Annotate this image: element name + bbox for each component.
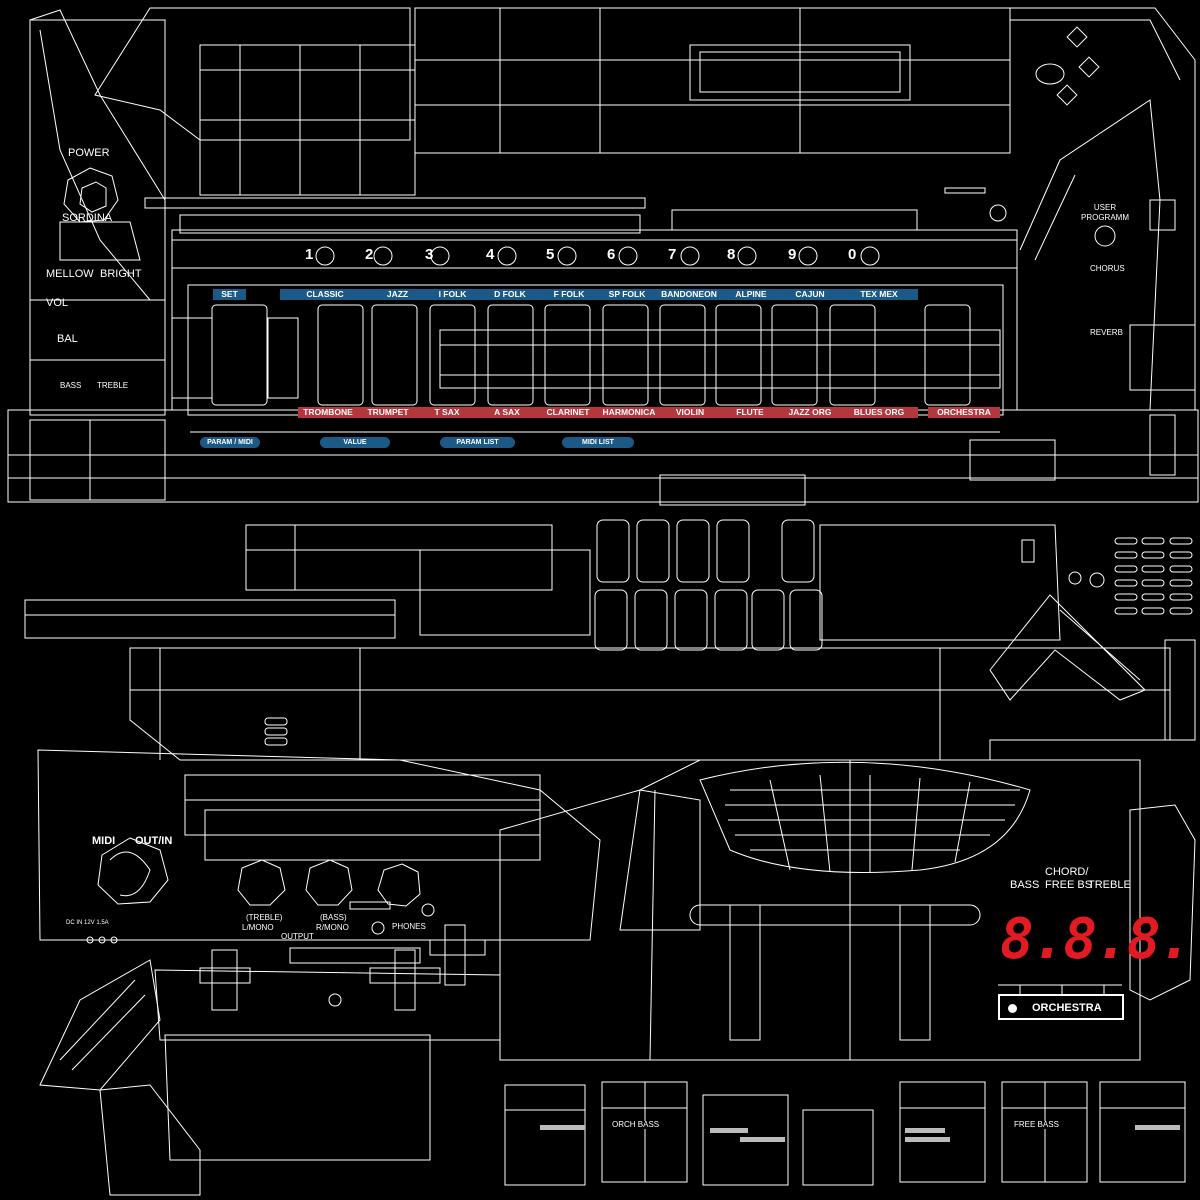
number-8: 8 (727, 246, 736, 263)
vol-label: VOL (46, 297, 69, 309)
param-midi-label: PARAM / MIDI (200, 437, 260, 448)
flute-label: FLUTE (720, 407, 780, 418)
bright-label: BRIGHT (100, 268, 142, 280)
blues-org-label: BLUES ORG (840, 407, 918, 418)
a-sax-label: A SAX (476, 407, 538, 418)
cajun-label: CAJUN (780, 289, 840, 300)
trumpet-label: TRUMPET (358, 407, 418, 418)
number-6: 6 (607, 246, 616, 263)
orchestra-indicator: ORCHESTRA (998, 994, 1124, 1020)
dc-in-label: DC IN 12V 1.5A (66, 920, 109, 926)
top-panel-wireframe (7, 7, 1199, 506)
clarinet-label: CLARINET (538, 407, 598, 418)
io-section-wireframe (37, 749, 601, 1196)
mellow-label: MELLOW (46, 268, 94, 280)
orchestra-indicator-label: ORCHESTRA (1032, 1002, 1102, 1014)
user-programm-label: USER PROGRAMM (1081, 203, 1129, 222)
number-7: 7 (668, 246, 677, 263)
classic-label: CLASSIC (280, 289, 370, 300)
display-section-wireframe (499, 759, 1196, 1061)
led-display: 8.8.8. (1000, 907, 1192, 972)
key-block-grid (594, 519, 823, 651)
phones-label: PHONES (392, 922, 426, 931)
display-free-bs-label: FREE BS (1045, 879, 1093, 891)
display-bass-label: BASS (1010, 879, 1040, 891)
number-0: 0 (848, 246, 857, 263)
number-4: 4 (486, 246, 495, 263)
bass-out-label: (BASS) (320, 913, 347, 922)
middle-section-wireframe (24, 519, 1196, 761)
orchestra-label: ORCHESTRA (928, 407, 1000, 418)
out-in-label: OUT/IN (135, 835, 173, 847)
t-sax-label: T SAX (418, 407, 476, 418)
jazz-label: JAZZ (370, 289, 425, 300)
sordina-label: SORDINA (62, 212, 113, 224)
indicator-dot-icon (1008, 1004, 1017, 1013)
treble-out-label: (TREBLE) (246, 913, 283, 922)
midi-list-label: MIDI LIST (562, 437, 634, 448)
value-label: VALUE (320, 437, 390, 448)
bass-knob-label: BASS (60, 381, 82, 390)
speaker-grille (725, 774, 1020, 873)
number-1: 1 (305, 246, 314, 263)
number-5: 5 (546, 246, 555, 263)
l-mono-label: L/MONO (242, 923, 274, 932)
midi-label: MIDI (92, 835, 116, 847)
reverb-label: REVERB (1090, 328, 1123, 337)
bal-label: BAL (57, 333, 78, 345)
display-treble-label: TREBLE (1088, 879, 1131, 891)
param-list-label: PARAM LIST (440, 437, 515, 448)
tex-mex-label: TEX MEX (840, 289, 918, 300)
treble-knob-label: TREBLE (97, 381, 129, 390)
violin-label: VIOLIN (660, 407, 720, 418)
rib-stack (1114, 537, 1193, 615)
free-bass-key-label: FREE BASS (1012, 1120, 1061, 1129)
f-folk-label: F FOLK (540, 289, 598, 300)
number-circles (315, 246, 880, 266)
sp-folk-label: SP FOLK (598, 289, 656, 300)
set-label: SET (213, 289, 246, 300)
bottom-key-tiles (504, 1081, 1186, 1186)
jazz-org-label: JAZZ ORG (780, 407, 840, 418)
d-folk-label: D FOLK (480, 289, 540, 300)
power-label: POWER (68, 147, 110, 159)
trombone-label: TROMBONE (298, 407, 358, 418)
display-chord-label: CHORD/ (1045, 866, 1089, 878)
alpine-label: ALPINE (722, 289, 780, 300)
r-mono-label: R/MONO (316, 923, 349, 932)
orch-bass-key-label: ORCH BASS (610, 1120, 662, 1129)
i-folk-label: I FOLK (425, 289, 480, 300)
chorus-label: CHORUS (1090, 264, 1125, 273)
output-label: OUTPUT (281, 932, 314, 941)
harmonica-label: HARMONICA (598, 407, 660, 418)
number-9: 9 (788, 246, 797, 263)
bandoneon-label: BANDONEON (656, 289, 722, 300)
key-caps-row (211, 304, 971, 406)
number-3: 3 (425, 246, 434, 263)
number-2: 2 (365, 246, 374, 263)
